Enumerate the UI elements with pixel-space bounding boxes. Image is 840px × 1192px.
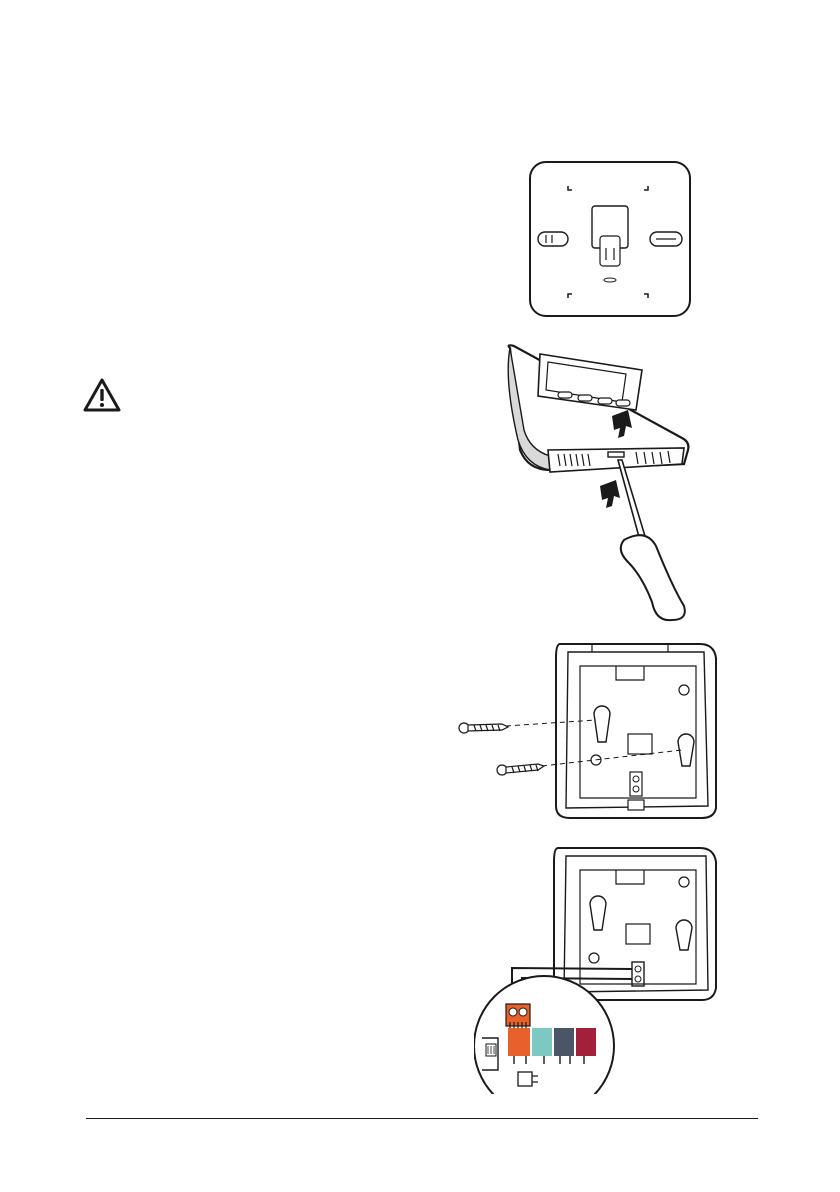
terminal-wiring-illustration	[474, 842, 724, 1094]
warning-triangle-icon	[82, 377, 122, 413]
footer-divider	[86, 1118, 758, 1119]
wall-mount-screws-illustration	[456, 638, 720, 822]
backplate-illustration	[528, 160, 692, 318]
screwdriver-release-illustration	[496, 340, 696, 622]
